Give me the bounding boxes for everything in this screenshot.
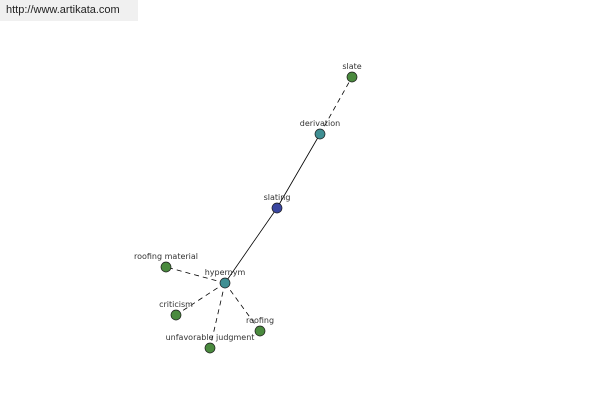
node-slating-dot[interactable] [271,202,283,214]
edge-hypernym-to-roofing-material [165,266,226,284]
graph-nodes: slate derivation slating hypernym roofing ma… [134,62,362,354]
node-roofing-label: roofing [246,316,274,325]
edge-hypernym-to-criticism [175,282,226,316]
node-slate[interactable]: slate [342,62,362,83]
edge-slating-to-derivation [276,133,321,209]
node-criticism-label: criticism [159,300,193,309]
source-url-text: http://www.artikata.com [6,4,120,16]
node-derivation-label: derivation [300,119,340,128]
node-criticism-dot[interactable] [170,309,182,321]
graph-edges [165,76,353,349]
node-derivation[interactable]: derivation [300,119,340,140]
node-hypernym-label: hypernym [205,268,246,277]
node-slate-label: slate [342,62,361,71]
node-roofing-dot[interactable] [254,325,266,337]
edge-hypernym-to-unfavorable-judgment [209,282,226,349]
node-criticism[interactable]: criticism [159,300,193,321]
edge-hypernym-to-roofing [224,282,261,332]
node-roofing-material-dot[interactable] [160,261,172,273]
node-hypernym-dot[interactable] [219,277,231,289]
node-unfavorable-judgment-label: unfavorable judgment [166,333,255,342]
edge-slating-to-hypernym [224,207,278,284]
node-unfavorable-judgment-dot[interactable] [204,342,216,354]
node-roofing-material[interactable]: roofing material [134,252,198,273]
node-hypernym[interactable]: hypernym [205,268,246,289]
node-roofing-material-label: roofing material [134,252,198,261]
node-slate-dot[interactable] [346,71,358,83]
node-slating-label: slating [264,193,291,202]
edge-derivation-to-slate [319,76,353,135]
node-unfavorable-judgment[interactable]: unfavorable judgment [166,333,255,354]
node-roofing[interactable]: roofing [246,316,274,337]
source-url-banner[interactable]: http://www.artikata.com [0,0,138,21]
node-derivation-dot[interactable] [314,128,326,140]
node-slating[interactable]: slating [264,193,291,214]
